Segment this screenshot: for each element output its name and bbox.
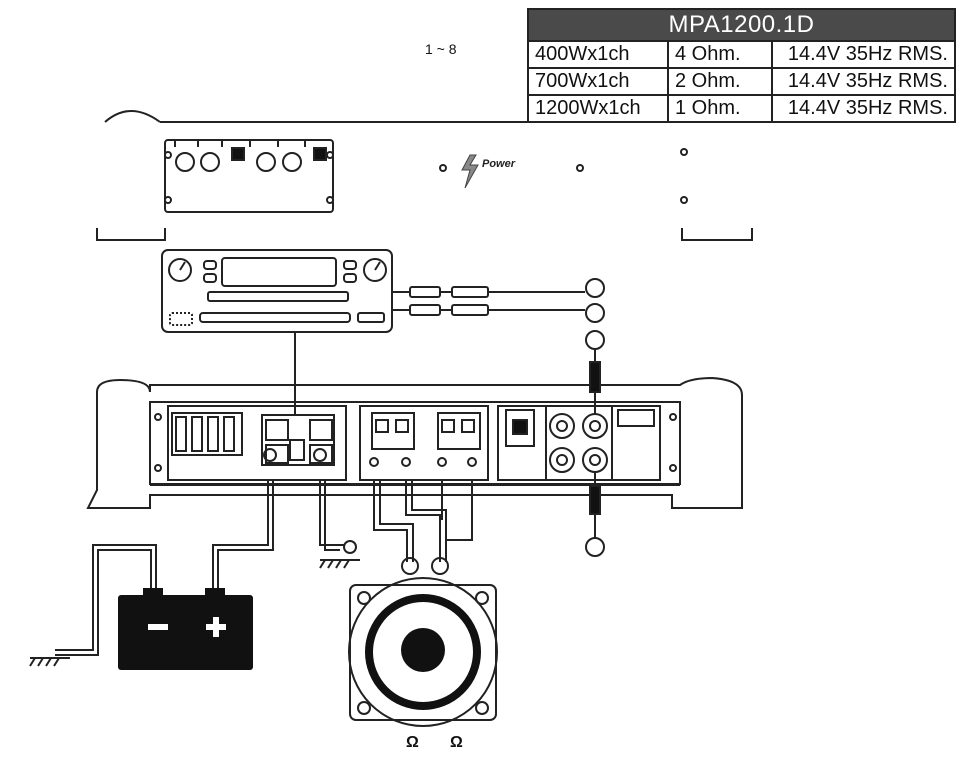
speaker-terminal-label: Ω	[406, 734, 419, 751]
volume-knob	[168, 258, 192, 282]
spec-rating: 14.4V 35Hz RMS.	[771, 94, 956, 123]
spec-table: MPA1200.1D 400Wx1ch 4 Ohm. 14.4V 35Hz RM…	[527, 8, 956, 123]
battery	[118, 595, 253, 670]
freq-knob-1	[256, 152, 276, 172]
spec-power: 1200Wx1ch	[527, 94, 669, 123]
spec-row: 400Wx1ch 4 Ohm. 14.4V 35Hz RMS.	[527, 40, 956, 69]
freq-knob-2	[282, 152, 302, 172]
spec-power: 400Wx1ch	[527, 40, 669, 69]
head-unit-display	[221, 257, 337, 287]
gain-knob-2	[200, 152, 220, 172]
rca-input-2	[582, 413, 608, 439]
range-label: 1 ~ 8	[425, 41, 457, 57]
speaker-terminal-label: Ω	[450, 734, 463, 751]
amplifier-body	[86, 376, 743, 509]
spec-row: 700Wx1ch 2 Ohm. 14.4V 35Hz RMS.	[527, 67, 956, 96]
spec-rating: 14.4V 35Hz RMS.	[771, 67, 956, 96]
spec-impedance: 4 Ohm.	[667, 40, 773, 69]
model-title: MPA1200.1D	[527, 8, 956, 42]
spec-rating: 14.4V 35Hz RMS.	[771, 40, 956, 69]
spec-power: 700Wx1ch	[527, 67, 669, 96]
spec-impedance: 2 Ohm.	[667, 67, 773, 96]
speaker-dust-cap	[401, 628, 445, 672]
spec-impedance: 1 Ohm.	[667, 94, 773, 123]
tuning-knob	[363, 258, 387, 282]
rca-input-1	[549, 413, 575, 439]
spec-row: 1200Wx1ch 1 Ohm. 14.4V 35Hz RMS.	[527, 94, 956, 123]
rca-output-2	[582, 447, 608, 473]
brand-label: Power	[482, 158, 516, 170]
gain-knob-1	[175, 152, 195, 172]
battery-minus-sign	[148, 624, 168, 630]
control-panel	[164, 139, 334, 213]
rca-output-1	[549, 447, 575, 473]
lightning-logo-icon	[461, 154, 479, 189]
